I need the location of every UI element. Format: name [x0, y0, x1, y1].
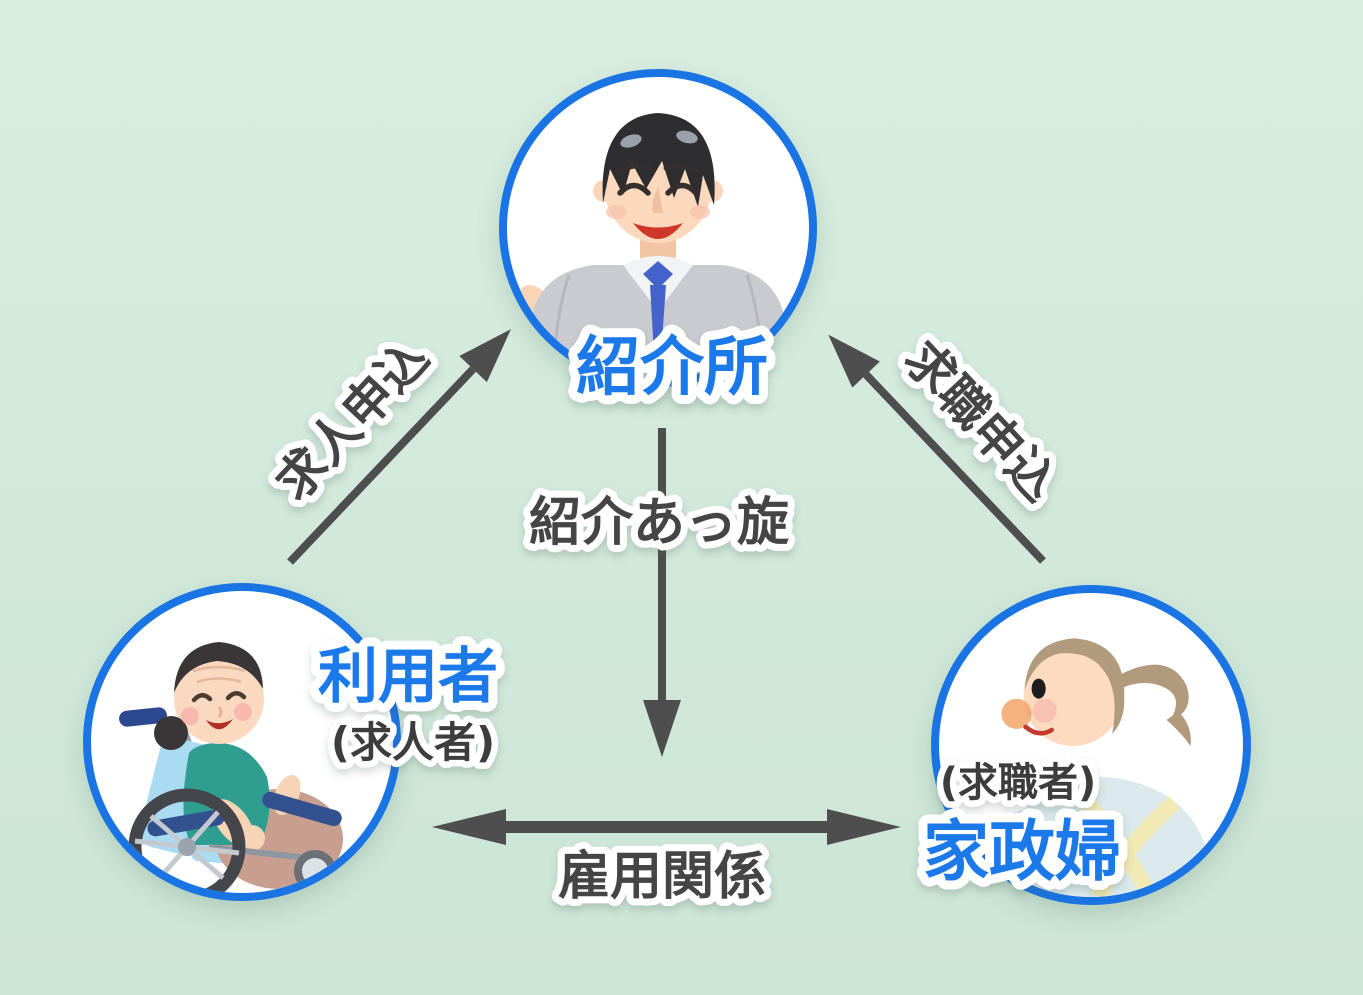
housekeeper-sublabel: (求職者): [940, 760, 1097, 806]
node-housekeeper: [931, 585, 1251, 905]
housekeeper: [953, 638, 1213, 897]
job-offer-arrow-label: 求人申込: [265, 329, 440, 511]
arrow-employment-bidirectional: [432, 809, 901, 845]
housekeeper-label: 家政婦: [923, 813, 1121, 890]
user-label: 利用者: [318, 642, 498, 712]
node-user: [83, 583, 401, 901]
job-seek-arrow-label: 求職申込: [893, 330, 1068, 512]
user-sublabel: (求人者): [331, 718, 495, 767]
elderly-woman-wheelchair-illustration: [119, 642, 343, 893]
arrow-job-seek: [828, 334, 1046, 564]
labels: 紹介所 利用者 (求人者) (求職者) 家政婦 求人申込 求職申込 紹介あっ旋 …: [258, 322, 1130, 914]
arrow-job-offer: [287, 329, 511, 565]
employment-arrow-label: 雇用関係: [558, 847, 766, 907]
arrow-referral-down: [643, 428, 681, 757]
agency-label: 紹介所: [576, 331, 768, 405]
arrows: [287, 329, 1046, 845]
housekeeper-illustration: [953, 638, 1213, 897]
referral-arrow-label: 紹介あっ旋: [529, 493, 789, 553]
